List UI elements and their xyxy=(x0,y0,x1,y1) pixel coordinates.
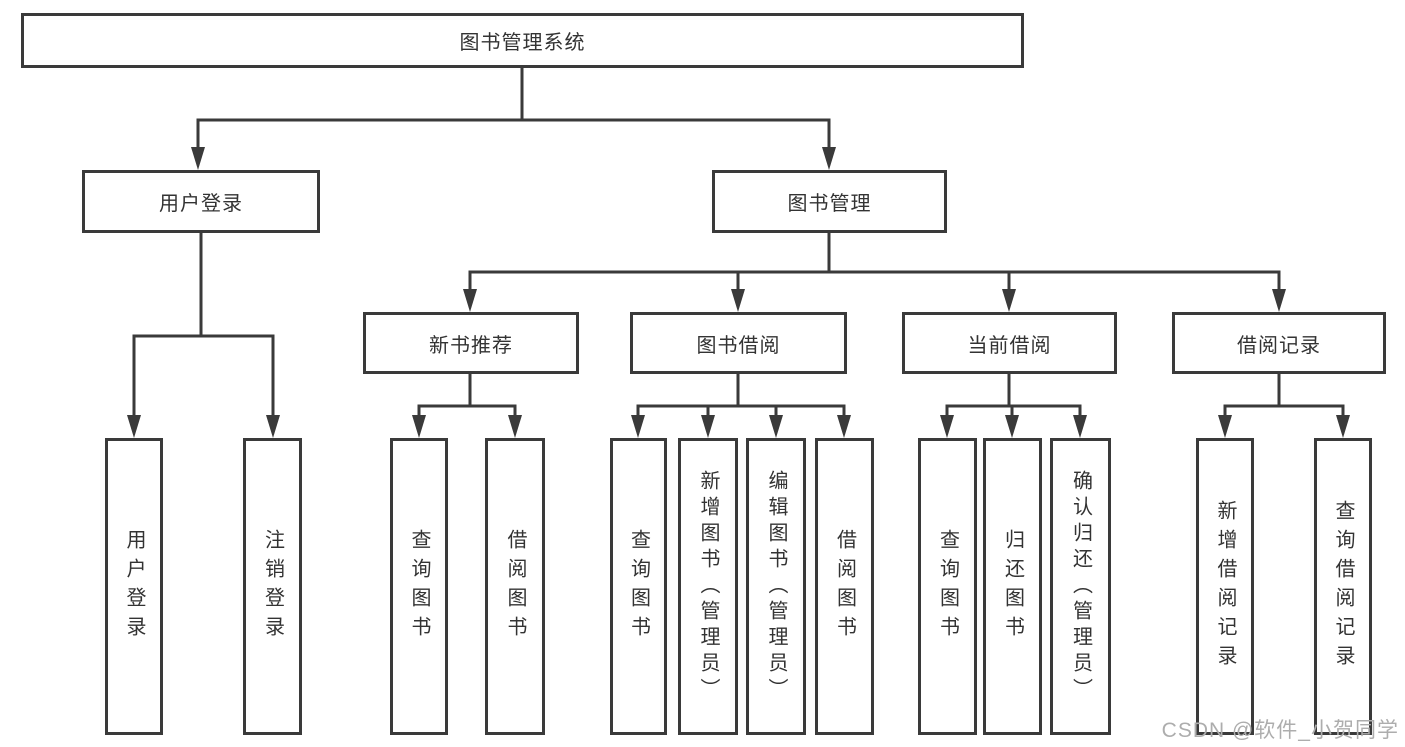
leaf-cb-return-books: 归还图书 xyxy=(983,438,1042,735)
node-label: 图书管理系统 xyxy=(459,32,586,54)
leaf-bb-edit-books-admin: 编辑图书（管理员） xyxy=(746,438,806,735)
node-label: 当前借阅 xyxy=(967,334,1052,357)
leaf-nb-borrow-books: 借阅图书 xyxy=(485,438,545,735)
node-book-management: 图书管理 xyxy=(712,170,947,233)
leaf-label: 查询借阅记录 xyxy=(1332,499,1354,674)
node-current-borrowing: 当前借阅 xyxy=(902,312,1117,374)
leaf-logout: 注销登录 xyxy=(243,438,302,735)
leaf-label: 确认归还（管理员） xyxy=(1069,469,1092,704)
node-new-book-recommend: 新书推荐 xyxy=(363,312,579,374)
leaf-bb-add-books-admin: 新增图书（管理员） xyxy=(678,438,738,735)
leaf-label: 注销登录 xyxy=(261,528,284,645)
leaf-label: 用户登录 xyxy=(123,528,145,645)
csdn-watermark: CSDN @软件_小贺同学 xyxy=(1161,719,1399,742)
node-library-system: 图书管理系统 xyxy=(21,13,1024,68)
leaf-cb-confirm-return-admin: 确认归还（管理员） xyxy=(1050,438,1111,735)
node-borrowing-records: 借阅记录 xyxy=(1172,312,1386,374)
leaf-label: 借阅图书 xyxy=(504,528,526,645)
leaf-cb-query-books: 查询图书 xyxy=(918,438,977,735)
leaf-label: 查询图书 xyxy=(408,528,430,645)
node-book-borrowing: 图书借阅 xyxy=(630,312,847,374)
leaf-user-login: 用户登录 xyxy=(105,438,163,735)
node-label: 借阅记录 xyxy=(1237,334,1321,357)
leaf-nb-query-books: 查询图书 xyxy=(390,438,448,735)
leaf-label: 新增借阅记录 xyxy=(1214,499,1236,674)
leaf-bb-borrow-books: 借阅图书 xyxy=(815,438,874,735)
node-label: 用户登录 xyxy=(159,193,243,215)
leaf-br-add-record: 新增借阅记录 xyxy=(1196,438,1254,735)
node-user-login: 用户登录 xyxy=(82,170,320,233)
leaf-label: 编辑图书（管理员） xyxy=(765,469,787,704)
node-label: 图书借阅 xyxy=(696,334,781,357)
node-label: 新书推荐 xyxy=(429,334,513,357)
leaf-bb-query-books: 查询图书 xyxy=(610,438,667,735)
leaf-label: 借阅图书 xyxy=(833,528,856,645)
leaf-br-query-record: 查询借阅记录 xyxy=(1314,438,1372,735)
leaf-label: 新增图书（管理员） xyxy=(697,469,719,704)
node-label: 图书管理 xyxy=(787,193,872,215)
leaf-label: 查询图书 xyxy=(936,528,959,645)
leaf-label: 归还图书 xyxy=(1001,528,1024,645)
leaf-label: 查询图书 xyxy=(627,528,650,645)
